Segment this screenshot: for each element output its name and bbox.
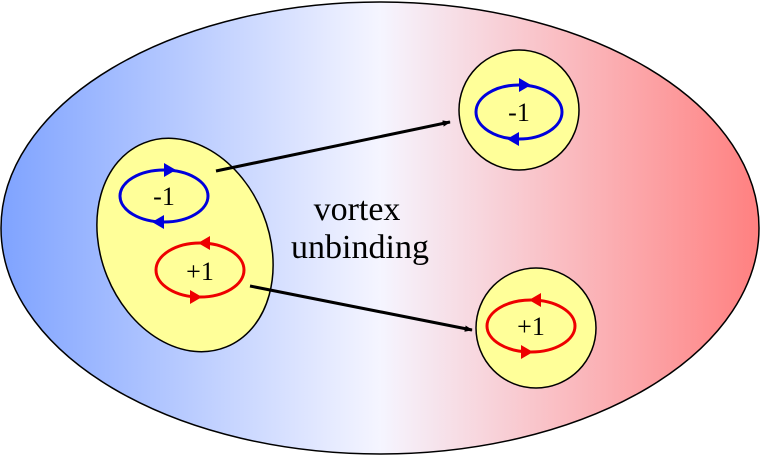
- arrow-head-icon: [529, 293, 541, 307]
- bound-antivortex: +1: [154, 236, 246, 304]
- arrow-head-icon: [521, 345, 533, 359]
- arrow-right-icon: [215, 120, 451, 173]
- caption-line-1: vortex: [314, 191, 401, 228]
- arrow-head-icon: [519, 78, 531, 92]
- free-antivortex: +1: [485, 293, 577, 359]
- arrow-right-icon: [249, 284, 473, 332]
- free-antivortex-region: [475, 267, 597, 389]
- arrow-head-icon: [164, 163, 176, 177]
- bound-antivortex-charge: +1: [186, 257, 214, 286]
- arrow-head-icon: [190, 290, 202, 304]
- arrow-head-icon: [507, 132, 519, 146]
- bound-vortex: -1: [118, 163, 210, 229]
- arrow-head-icon: [198, 236, 210, 250]
- caption-line-2: unbinding: [291, 229, 429, 266]
- free-vortex-charge: -1: [508, 98, 530, 127]
- bound-vortex-charge: -1: [153, 182, 175, 211]
- arrow-head-icon: [152, 215, 164, 229]
- free-vortex: -1: [474, 78, 564, 146]
- free-antivortex-charge: +1: [517, 312, 545, 341]
- free-vortex-region: [458, 49, 580, 171]
